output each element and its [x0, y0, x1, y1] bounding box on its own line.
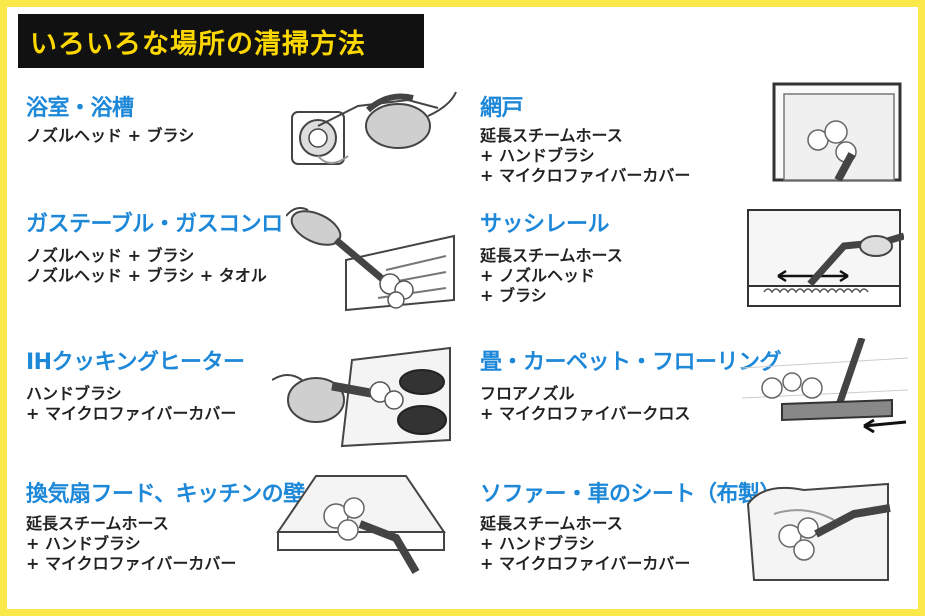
item-title: ソファー・車のシート（布製） — [480, 482, 782, 507]
item-description: 延長スチームホース + ノズルヘッド + ブラシ — [480, 246, 623, 306]
item-line: 延長スチームホース — [480, 514, 623, 533]
item-line: + マイクロファイバーカバー — [480, 554, 691, 573]
item-line: ノズルヘッド + ブラシ + タオル — [26, 266, 267, 285]
floor-cleaning-illustration — [742, 338, 908, 446]
item-line: 延長スチームホース — [26, 514, 169, 533]
item-title: 浴室・浴槽 — [26, 96, 134, 121]
window-screen-cleaning-illustration — [768, 80, 904, 184]
item-description: 延長スチームホース + ハンドブラシ + マイクロファイバーカバー — [26, 514, 236, 574]
header-banner: いろいろな場所の清掃方法 — [18, 14, 424, 68]
item-line: フロアノズル — [480, 384, 575, 403]
item-line: + ノズルヘッド — [480, 266, 595, 285]
item-title: 網戸 — [480, 96, 524, 121]
range-hood-cleaning-illustration — [276, 472, 446, 580]
item-line: + ハンドブラシ — [26, 534, 141, 553]
item-line: ハンドブラシ — [26, 384, 122, 403]
item-line: + マイクロファイバーカバー — [480, 166, 691, 185]
item-line: 延長スチームホース — [480, 246, 623, 265]
page-title: いろいろな場所の清掃方法 — [30, 28, 366, 60]
bathroom-cleaning-illustration — [278, 86, 458, 178]
item-title: ガステーブル・ガスコンロ — [26, 212, 283, 237]
item-title: サッシレール — [480, 212, 610, 237]
item-line: ノズルヘッド + ブラシ — [26, 246, 195, 265]
gas-stove-cleaning-illustration — [286, 200, 456, 312]
item-line: 延長スチームホース — [480, 126, 623, 145]
item-line: + マイクロファイバーカバー — [26, 554, 237, 573]
sash-rail-cleaning-illustration — [744, 206, 904, 310]
item-title: 換気扇フード、キッチンの壁 — [26, 482, 305, 507]
item-description: 延長スチームホース + ハンドブラシ + マイクロファイバーカバー — [480, 514, 690, 574]
item-description: ノズルヘッド + ブラシ ノズルヘッド + ブラシ + タオル — [26, 246, 267, 286]
item-line: + ハンドブラシ — [480, 534, 595, 553]
item-line: ノズルヘッド + ブラシ — [26, 126, 195, 145]
item-description: ノズルヘッド + ブラシ — [26, 126, 194, 146]
item-line: + ブラシ — [480, 286, 547, 305]
ih-cooktop-cleaning-illustration — [272, 340, 452, 450]
item-title: 畳・カーペット・フローリング — [480, 350, 782, 375]
item-line: + ハンドブラシ — [480, 146, 595, 165]
sofa-cleaning-illustration — [744, 474, 894, 584]
item-line: + マイクロファイバーカバー — [26, 404, 237, 423]
item-line: + マイクロファイバークロス — [480, 404, 691, 423]
item-description: ハンドブラシ + マイクロファイバーカバー — [26, 384, 236, 424]
item-description: フロアノズル + マイクロファイバークロス — [480, 384, 690, 424]
item-description: 延長スチームホース + ハンドブラシ + マイクロファイバーカバー — [480, 126, 690, 186]
item-title: IHクッキングヒーター — [26, 350, 245, 375]
